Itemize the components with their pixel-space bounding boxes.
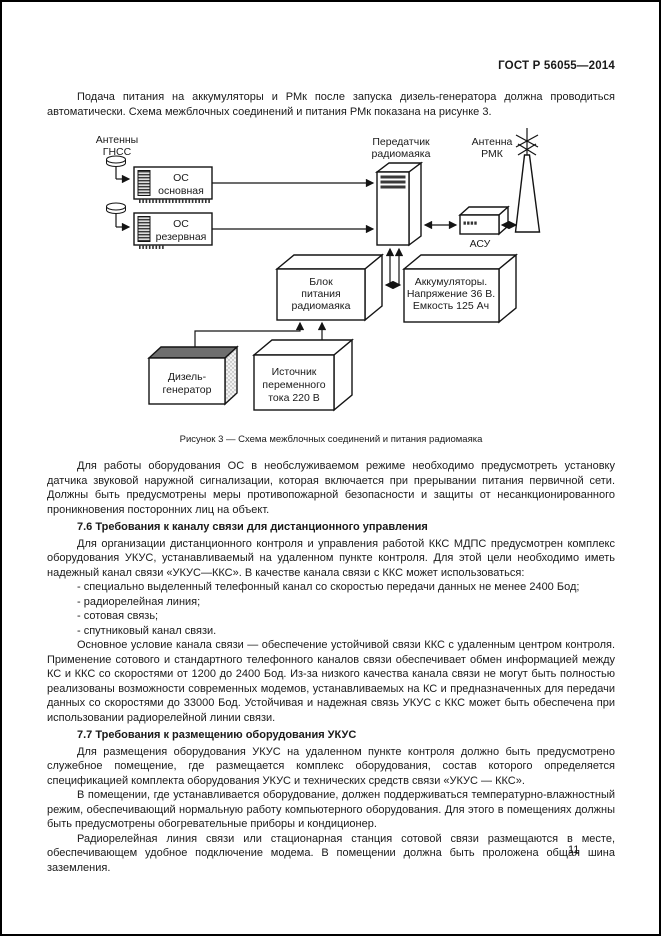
- bullet-radio-relay-line: - радиорелейная линия;: [77, 595, 201, 608]
- svg-text:Антенна: Антенна: [472, 136, 513, 148]
- svg-text:Емкость 125 Ач: Емкость 125 Ач: [413, 300, 489, 312]
- paragraph-7-7-climate: В помещении, где устанавливается оборудо…: [47, 789, 615, 830]
- feed-links: [194, 321, 327, 347]
- svg-text:генератор: генератор: [163, 384, 212, 396]
- gnss-antenna-icon: [106, 155, 131, 184]
- paragraph-7-6-intro: Для организации дистанционного контроля …: [47, 537, 615, 579]
- os-reserve-box: ОС резервная: [133, 212, 213, 249]
- svg-text:ГНСС: ГНСС: [103, 146, 132, 158]
- svg-text:переменного: переменного: [262, 379, 325, 391]
- power-unit-box: Блок питания радиомаяка: [275, 253, 384, 322]
- svg-text:основная: основная: [158, 185, 204, 197]
- os-to-transmitter-links: [212, 178, 375, 234]
- standard-number-header: ГОСТ Р 56055—2014: [498, 60, 615, 72]
- svg-text:Передатчик: Передатчик: [372, 136, 430, 148]
- section-heading-7-6: 7.6 Требования к каналу связи для дистан…: [77, 521, 428, 533]
- paragraph-7-7-room: Для размещения оборудования УКУС на удал…: [47, 745, 615, 787]
- diesel-generator-box: Дизель- генератор: [147, 345, 239, 406]
- transmitter-label: Передатчик радиомаяка: [372, 136, 431, 160]
- gnss-antennas-label: Антенны ГНСС: [96, 134, 138, 158]
- svg-text:Блок: Блок: [309, 276, 333, 288]
- svg-text:Напряжение 36 В.: Напряжение 36 В.: [407, 288, 495, 300]
- paragraph-7-7-grounding: Радиорелейная линия связи или стационарн…: [47, 832, 615, 874]
- paragraph-power-supply: Подача питания на аккумуляторы и РМк пос…: [47, 91, 615, 118]
- svg-text:РМК: РМК: [481, 148, 504, 160]
- svg-text:Аккумуляторы.: Аккумуляторы.: [415, 276, 487, 288]
- svg-text:ОС: ОС: [173, 218, 189, 230]
- figure-caption: Рисунок 3 — Схема межблочных соединений …: [179, 434, 483, 445]
- svg-text:Дизель-: Дизель-: [168, 371, 207, 383]
- transmitter-box: [374, 161, 424, 247]
- svg-text:питания: питания: [301, 288, 340, 300]
- svg-text:радиомаяка: радиомаяка: [372, 148, 431, 160]
- ac-source-box: Источник переменного тока 220 В: [252, 338, 354, 412]
- os-main-box: ОС основная: [133, 166, 213, 203]
- asu-box: АСУ: [458, 205, 510, 250]
- svg-text:резервная: резервная: [156, 231, 207, 243]
- asu-label: АСУ: [470, 238, 491, 250]
- svg-text:Источник: Источник: [272, 366, 317, 378]
- power-links: [384, 247, 404, 290]
- bullet-satellite-channel: - спутниковый канал связи.: [77, 624, 217, 637]
- paragraph-7-6-main: Основное условие канала связи — обеспече…: [47, 639, 615, 724]
- bullet-cellular: - сотовая связь;: [77, 610, 159, 622]
- svg-text:Антенны: Антенны: [96, 134, 138, 146]
- page-content: ГОСТ Р 56055—2014 Подача питания на акку…: [2, 2, 659, 875]
- figure-3-diagram: Антенны ГНСС ОС основная: [47, 125, 615, 430]
- bullet-telephone-channel: - специально выделенный телефонный канал…: [77, 581, 580, 593]
- gnss-antenna-icon: [106, 202, 131, 232]
- svg-text:ОС: ОС: [173, 172, 189, 184]
- batteries-box: Аккумуляторы. Напряжение 36 В. Емкость 1…: [402, 253, 518, 324]
- paragraph-os-unattended: Для работы оборудования ОС в необслужива…: [47, 460, 615, 516]
- svg-text:тока 220 В: тока 220 В: [268, 392, 320, 404]
- section-heading-7-7: 7.7 Требования к размещению оборудования…: [77, 729, 357, 741]
- rmk-antenna-label: Антенна РМК: [472, 136, 513, 160]
- page-number: 11: [568, 844, 580, 856]
- svg-text:радиомаяка: радиомаяка: [292, 300, 351, 312]
- block-diagram-svg: Антенны ГНСС ОС основная: [96, 128, 541, 412]
- rmk-antenna-mast-icon: [514, 128, 541, 233]
